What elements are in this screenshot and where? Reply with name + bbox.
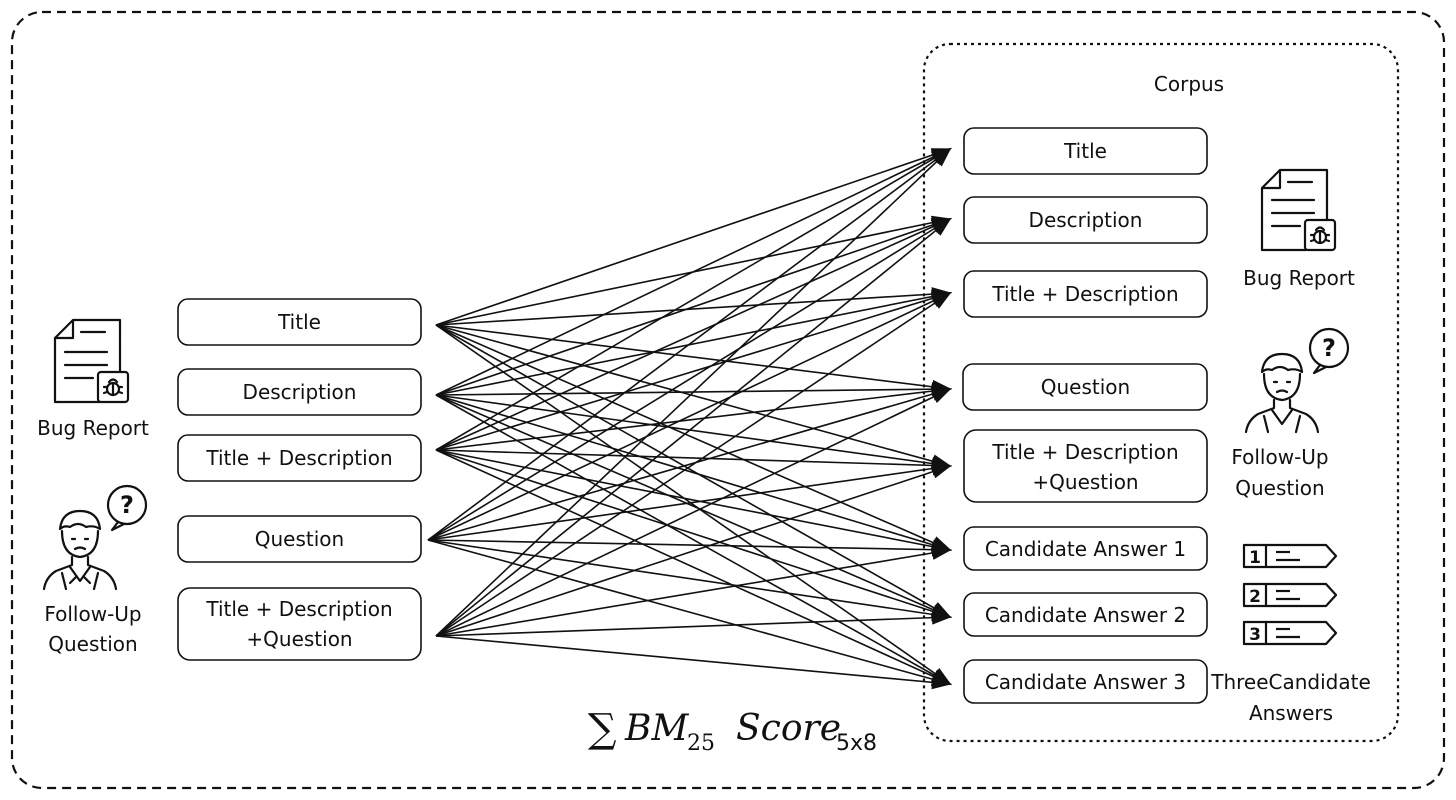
rank-item-2: 2 [1242, 582, 1338, 608]
edge-q5-d3 [435, 291, 952, 637]
edge-q2-d3 [435, 289, 952, 396]
edge-q1-d8 [435, 324, 952, 686]
query-boxes: Title Description Title + Description Qu… [177, 298, 422, 661]
bm25-formula: ∑ BM 25 Score 5x8 [588, 706, 877, 756]
left-follow-up-label-line2: Question [48, 632, 137, 656]
svg-text:Candidate Answer 1: Candidate Answer 1 [985, 537, 1186, 561]
corpus-title: Corpus [1154, 72, 1224, 96]
svg-text:Title: Title [1063, 139, 1107, 163]
query-box-question: Question [177, 515, 422, 563]
svg-text:Title + Description: Title + Description [991, 282, 1178, 306]
query-box-description: Description [177, 368, 422, 416]
left-bug-report-label: Bug Report [37, 416, 149, 440]
candidates-label-line1: ThreeCandidate [1210, 670, 1371, 694]
edge-q5-d5 [435, 465, 952, 637]
doc-box-title: Title [963, 127, 1208, 175]
edge-q4-d6 [427, 539, 952, 557]
edge-q4-d3 [427, 292, 952, 541]
formula-bm-sub: 25 [687, 731, 715, 756]
svg-text:Candidate Answer 2: Candidate Answer 2 [985, 603, 1186, 627]
edge-q4-d7 [427, 539, 952, 622]
doc-box-title-description-question: Title + Description +Question [963, 429, 1208, 503]
edge-q3-d5 [435, 449, 952, 473]
svg-text:?: ? [1322, 334, 1336, 362]
formula-score: Score [736, 708, 841, 749]
edge-q1-d3 [435, 287, 952, 326]
edge-q4-d8 [427, 539, 952, 686]
rank-item-1: 1 [1242, 543, 1338, 569]
svg-text:Description: Description [243, 380, 357, 404]
edge-q4-d4 [427, 387, 952, 541]
edge-q2-d8 [435, 394, 952, 685]
svg-text:Title + Description: Title + Description [991, 440, 1178, 464]
svg-text:2: 2 [1249, 587, 1261, 607]
rank-item-3: 3 [1242, 620, 1338, 646]
edge-q5-d2 [435, 217, 952, 637]
person-question-icon: ? [42, 484, 148, 591]
svg-text:Title + Description: Title + Description [205, 446, 392, 470]
edge-q5-d8 [435, 635, 952, 690]
edge-q5-d1 [435, 147, 952, 637]
edge-q1-d5 [435, 324, 952, 468]
edges [427, 147, 952, 690]
ranked-list-icon: 1 2 3 [1242, 543, 1338, 646]
corpus-follow-up-label-line1: Follow-Up [1231, 445, 1328, 469]
edge-q5-d4 [435, 388, 952, 637]
query-box-title-description-question: Title + Description +Question [177, 587, 422, 661]
edge-q1-d7 [435, 324, 952, 618]
bug-report-document-icon [1260, 168, 1337, 252]
edge-q3-d1 [435, 147, 952, 451]
svg-text:1: 1 [1249, 548, 1261, 568]
doc-box-description: Description [963, 196, 1208, 244]
left-follow-up-label-line1: Follow-Up [44, 602, 141, 626]
edge-q4-d2 [427, 217, 952, 541]
svg-text:Title: Title [277, 310, 321, 334]
edge-q3-d8 [435, 449, 952, 685]
svg-text:Candidate Answer 3: Candidate Answer 3 [985, 670, 1186, 694]
corpus-bug-report-label: Bug Report [1243, 266, 1355, 290]
svg-text:Description: Description [1029, 208, 1143, 232]
doc-box-title-description: Title + Description [963, 270, 1208, 318]
edge-q1-d6 [435, 324, 952, 551]
edge-q3-d4 [435, 384, 952, 451]
svg-text:+Question: +Question [1032, 470, 1138, 494]
edge-q2-d6 [435, 394, 952, 552]
candidates-label-line2: Answers [1249, 701, 1333, 725]
svg-text:Title + Description: Title + Description [205, 597, 392, 621]
formula-score-sub: 5x8 [836, 731, 877, 756]
edge-q3-d3 [435, 291, 952, 451]
doc-box-candidate-answer-1: Candidate Answer 1 [963, 526, 1208, 571]
outer-frame [10, 10, 1446, 790]
edge-q3-d6 [435, 449, 952, 554]
bug-report-document-icon [53, 318, 130, 404]
edge-q4-d1 [427, 147, 952, 541]
person-question-icon: ? [1244, 327, 1350, 434]
doc-box-question: Question [962, 363, 1208, 411]
edge-q2-d7 [435, 394, 952, 618]
edge-q3-d2 [435, 218, 952, 451]
svg-text:Question: Question [255, 527, 344, 551]
edge-q1-d4 [435, 324, 952, 394]
query-box-title-description: Title + Description [177, 434, 422, 482]
edge-q3-d7 [435, 449, 952, 619]
svg-text:+Question: +Question [246, 627, 352, 651]
svg-text:?: ? [120, 491, 134, 519]
edge-q2-d5 [435, 394, 952, 471]
edge-q4-d5 [427, 461, 952, 541]
formula-sum: ∑ [588, 706, 617, 752]
svg-text:Question: Question [1041, 375, 1130, 399]
corpus-doc-boxes: Title Description Title + Description Qu… [962, 127, 1208, 704]
formula-bm: BM [624, 708, 689, 749]
doc-box-candidate-answer-2: Candidate Answer 2 [963, 592, 1208, 637]
query-box-title: Title [177, 298, 422, 346]
edge-q1-d1 [435, 148, 952, 326]
edge-q5-d6 [435, 546, 952, 637]
edge-q2-d1 [435, 148, 952, 396]
corpus-follow-up-label-line2: Question [1235, 476, 1324, 500]
edge-q2-d2 [435, 218, 952, 396]
doc-box-candidate-answer-3: Candidate Answer 3 [963, 659, 1208, 704]
edge-q5-d7 [435, 610, 952, 637]
svg-text:3: 3 [1249, 625, 1261, 645]
